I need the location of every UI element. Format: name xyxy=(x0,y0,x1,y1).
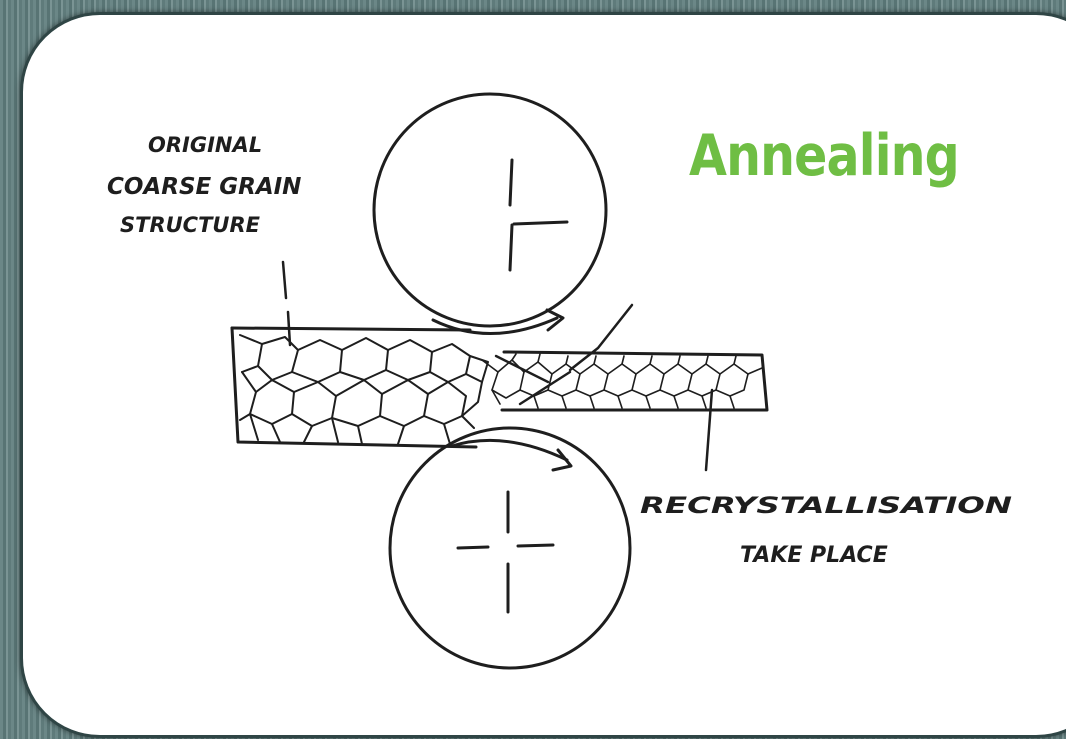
label-recryst-line2: TAKE PLACE xyxy=(740,543,888,568)
fine-grains xyxy=(482,354,762,408)
label-original-line3: STRUCTURE xyxy=(120,213,261,237)
coarse-grains xyxy=(240,335,488,444)
label-original-line1: ORIGINAL xyxy=(148,133,262,157)
lower-roll xyxy=(390,428,630,668)
label-original-line2: COARSE GRAIN xyxy=(107,174,301,200)
upper-roll xyxy=(374,94,606,334)
label-original-structure: ORIGINAL COARSE GRAIN STRUCTURE xyxy=(107,133,301,237)
label-recrystallisation: RECRYSTALLISATION TAKE PLACE xyxy=(640,494,1012,568)
label-recryst-line1: RECRYSTALLISATION xyxy=(640,494,1012,519)
